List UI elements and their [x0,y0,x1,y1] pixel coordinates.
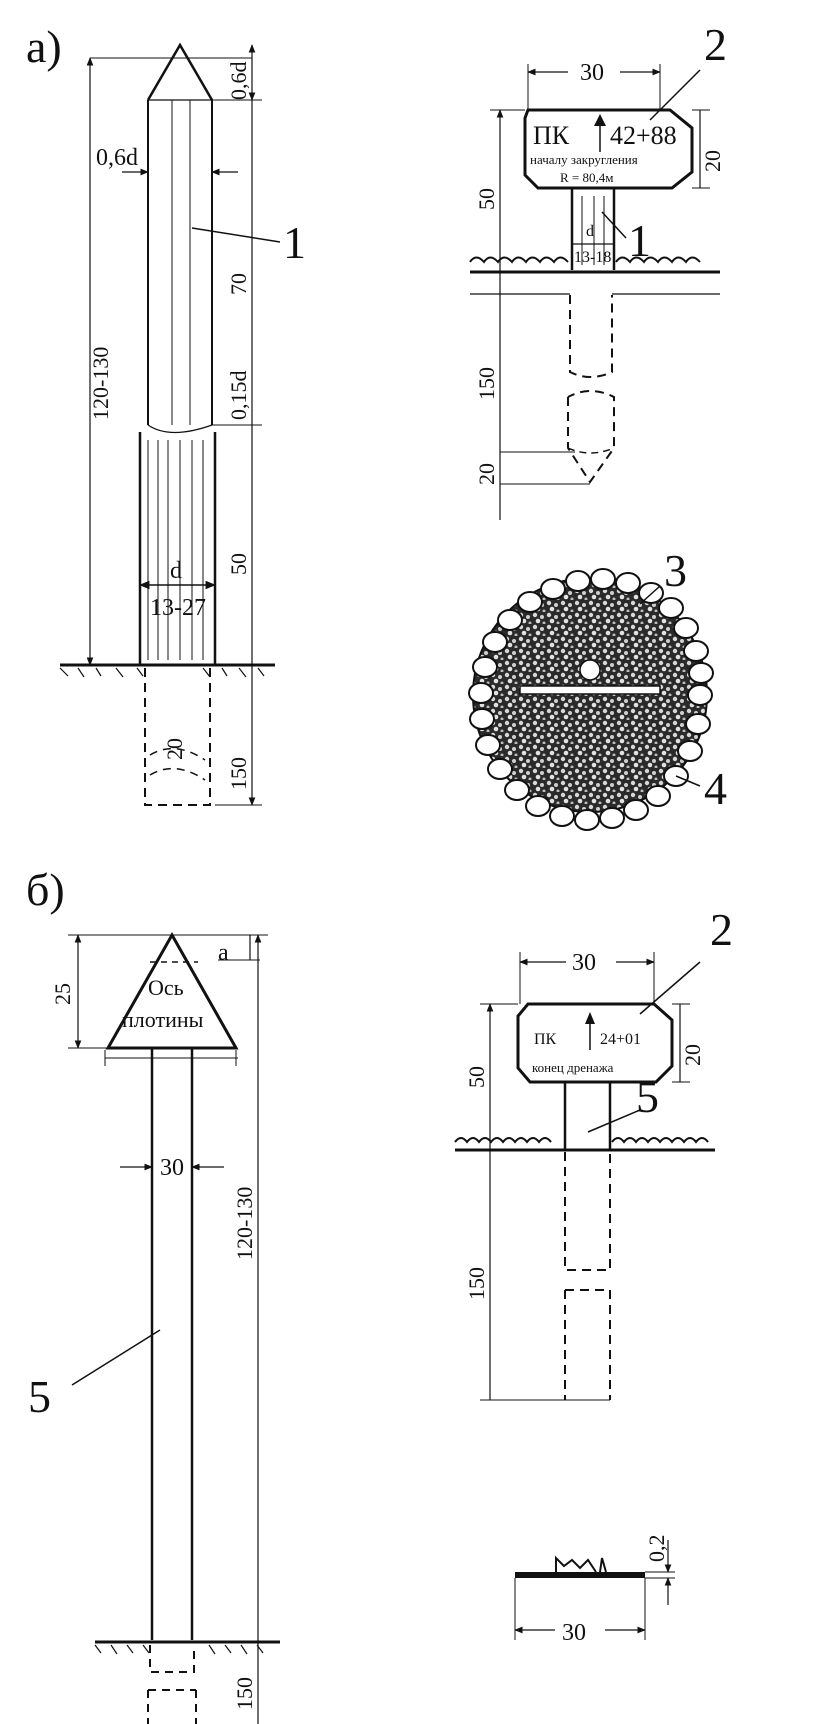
sign-a-height: 20 [700,150,725,172]
post-a-left: а) [26,21,281,806]
dim-depth: 150 [226,757,251,790]
section-thickness: 0,2 [644,1535,669,1563]
sign-a-width: 30 [580,60,604,86]
dim-lower: 50 [226,553,251,575]
sign-b-width: 30 [572,950,596,976]
sign-a-value: 42+88 [610,121,677,150]
sign-a-prefix: ПК [533,121,570,150]
sign-b-post: 50 [464,1066,489,1088]
dim-b-top: 25 [50,983,75,1005]
triangle-line2: плотины [122,1007,204,1032]
sign-a-d: d [586,223,594,240]
sign-a-depth: 150 [474,367,499,400]
sign-b-text1: конец дренажа [532,1060,614,1075]
sign-a [469,64,720,520]
ref-label-5: 5 [28,1371,51,1422]
ref-label-1: 1 [283,217,306,268]
ref-label-5b: 5 [636,1071,659,1122]
dim-diameter: 13-27 [150,595,206,621]
post-b-left-labels: Ось плотины 25 a 30 120-130 150 5 [28,940,257,1710]
dim-b-total: 120-130 [232,1187,257,1260]
sign-b-value: 24+01 [600,1031,641,1048]
dim-b-width: 30 [160,1155,184,1181]
dim-tip-bottom: 20 [162,738,187,760]
sign-a-post: 50 [474,188,499,210]
plate-section-labels: 0,2 30 [562,1535,669,1647]
dim-upper: 70 [226,273,251,295]
dim-b-depth: 150 [232,1677,257,1710]
dim-total-height: 120-130 [88,347,113,420]
sign-a-labels: 30 20 50 150 20 ПК 42+88 началу закругле… [474,19,727,485]
sign-b-labels: 30 20 50 150 ПК 24+01 конец дренажа 2 5 [464,904,733,1300]
part-b-label: б) [26,864,65,915]
part-a-label: а) [26,21,62,72]
sign-b-depth: 150 [464,1267,489,1300]
sign-a-diameter: 13-18 [574,249,611,266]
sign-a-text1: началу закругления [530,152,638,167]
dim-width-top: 0,6d [96,145,138,171]
sign-b [454,952,715,1401]
dim-d: d [170,558,182,584]
ref-label-1b: 1 [628,215,651,266]
ref-label-2: 2 [704,19,727,70]
dim-transition: 0,15d [226,371,251,421]
plate-section [514,1540,675,1640]
sign-b-height: 20 [680,1044,705,1066]
ref-label-2b: 2 [710,904,733,955]
dim-tip: 0,6d [226,62,251,101]
sign-b-prefix: ПК [534,1031,557,1048]
sign-a-tip: 20 [474,463,499,485]
post-a-left-labels: 120-130 0,6d 0,6d 70 0,15d 50 d 13-27 15… [88,62,306,791]
plan-view: 3 4 [468,545,727,831]
ref-label-4: 4 [704,763,727,814]
post-b-left: б) [26,864,280,1724]
sign-a-text2: R = 80,4м [560,170,613,185]
ref-label-3: 3 [664,545,687,596]
section-width: 30 [562,1620,586,1646]
triangle-line1: Ось [148,975,184,1000]
dim-b-a: a [218,940,229,966]
